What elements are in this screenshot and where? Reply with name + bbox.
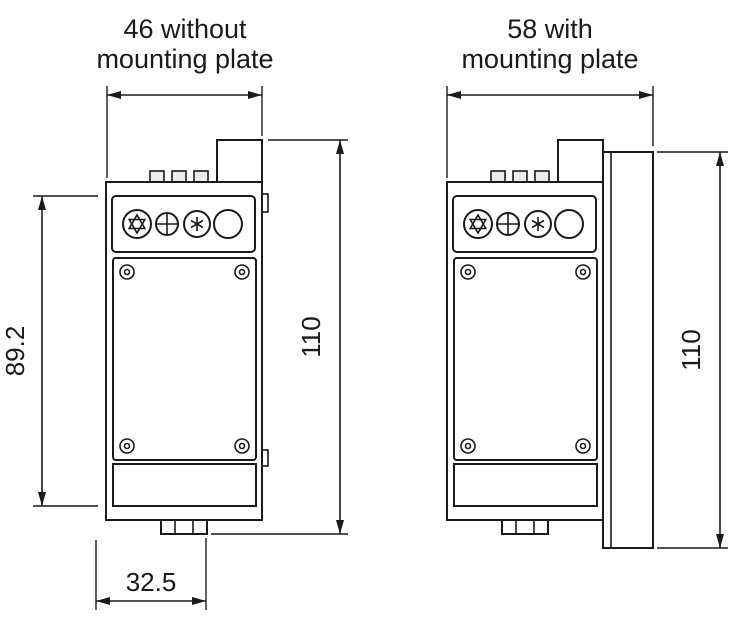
terminal-plain-hole	[554, 209, 584, 239]
top-rear-tab	[216, 139, 263, 183]
terminal-strip	[452, 195, 597, 253]
bottom-connector-tab	[160, 519, 208, 535]
left-view: 46 without mounting plate 89.2 110 32.5	[0, 14, 348, 610]
dim-label-89-2: 89.2	[0, 326, 30, 377]
terminal-plain-hole	[213, 209, 243, 239]
bottom-door	[112, 463, 257, 507]
panel-screw	[119, 264, 135, 280]
dim-label-32-5: 32.5	[126, 567, 177, 597]
panel-screw	[234, 438, 250, 454]
bottom-door	[453, 463, 598, 507]
left-module-drawing	[105, 139, 269, 535]
dim-width-without-plate: 46 without mounting plate	[96, 14, 274, 178]
terminal-screw-cross	[496, 212, 520, 236]
terminal-screw-cross	[155, 212, 179, 236]
panel-screw	[575, 438, 591, 454]
terminal-screw-torx	[122, 209, 152, 239]
dim-height-partial: 89.2	[0, 195, 98, 507]
right-view: 58 with mounting plate 110	[446, 14, 728, 549]
star-line	[531, 219, 545, 229]
terminal-screw-star	[183, 210, 211, 238]
dim-label-110-right: 110	[676, 329, 706, 370]
torx-star	[127, 218, 147, 235]
dim-label-width-line2: mounting plate	[461, 44, 638, 74]
panel-screw	[460, 438, 476, 454]
front-panel	[112, 257, 257, 461]
torx-star	[127, 213, 147, 230]
panel-screw	[460, 264, 476, 280]
dim-height-total-right: 110	[657, 151, 728, 549]
dim-width-with-plate: 58 with mounting plate	[446, 14, 654, 178]
terminal-screw-star	[524, 210, 552, 238]
terminal-strip	[111, 195, 256, 253]
side-latch	[261, 193, 269, 213]
right-module-drawing	[446, 139, 654, 549]
panel-screw	[575, 264, 591, 280]
panel-screw	[119, 438, 135, 454]
dim-height-total-left: 110	[211, 139, 348, 535]
dim-bottom-width: 32.5	[95, 538, 207, 610]
dim-label-width-line1: 46 without	[123, 14, 247, 44]
torx-star	[468, 218, 488, 235]
dim-label-width-line1: 58 with	[507, 14, 593, 44]
front-panel	[453, 257, 598, 461]
top-rear-tab	[557, 139, 604, 183]
side-latch	[261, 449, 269, 467]
dim-label-110-left: 110	[296, 316, 326, 357]
panel-screw	[234, 264, 250, 280]
bottom-connector-tab	[501, 519, 549, 535]
torx-star	[468, 213, 488, 230]
dim-label-width-line2: mounting plate	[96, 44, 273, 74]
star-line	[190, 219, 204, 229]
terminal-screw-torx	[463, 209, 493, 239]
